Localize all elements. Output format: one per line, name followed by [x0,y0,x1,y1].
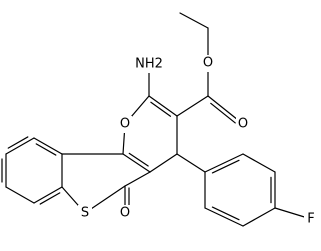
ring-sulfur-label: S [81,206,89,221]
ph5-ph6-double-bond [211,206,240,221]
atom-label-layer: NH2 O O O S O F [78,55,318,228]
ar6-ar1-double-bond [39,192,61,205]
c4a-c5-bond [124,171,151,187]
ester-oxygen-label: O [203,56,213,71]
bond-layer [1,12,312,227]
c2-c3-double-bond [150,101,172,117]
carbonyl-double-bond [210,102,236,124]
thione-oxygen-label-bg [118,205,132,222]
ar3-ar4-double-bond [7,136,29,149]
ph5-ph6-bond [204,207,244,227]
carbonyl-oxygen-label-bg [236,116,250,133]
ring-oxygen-label: O [120,117,130,132]
fluorine-label: F [307,212,314,227]
c10b-c4a-double-bond [128,152,149,167]
ar3-ar4-bond [5,137,35,155]
carbonyl-oxygen-label: O [238,117,248,132]
c4a-c4-bond [149,153,178,173]
ph2-ph3-bond [242,153,276,173]
ester-oxygen-label-bg [201,55,215,72]
ester-c3-bond [176,95,209,117]
ring-sulfur-label-bg [78,205,92,222]
thione-oxygen-label: O [120,206,130,221]
amino-label: NH2 [135,57,163,72]
ph1-ph2-double-bond [211,159,240,174]
c3-c2-bond [148,95,178,117]
amino-label-bg [133,56,165,73]
ph1-ph2-bond [204,153,244,173]
ring-oxygen-label-bg [118,116,132,133]
ar2-ar3-bond [33,137,63,155]
c4-phenyl-bond [176,153,206,173]
c10b-c4a-bond [122,153,151,173]
fluorine-label-bg [304,211,318,228]
ar5-ar6-bond [5,186,35,204]
ethyl-bond [179,12,209,29]
ph4-ph5-bond [242,207,276,227]
ar2-ar3-inner-bond [35,143,57,156]
ar6-ar1-bond [33,186,63,204]
